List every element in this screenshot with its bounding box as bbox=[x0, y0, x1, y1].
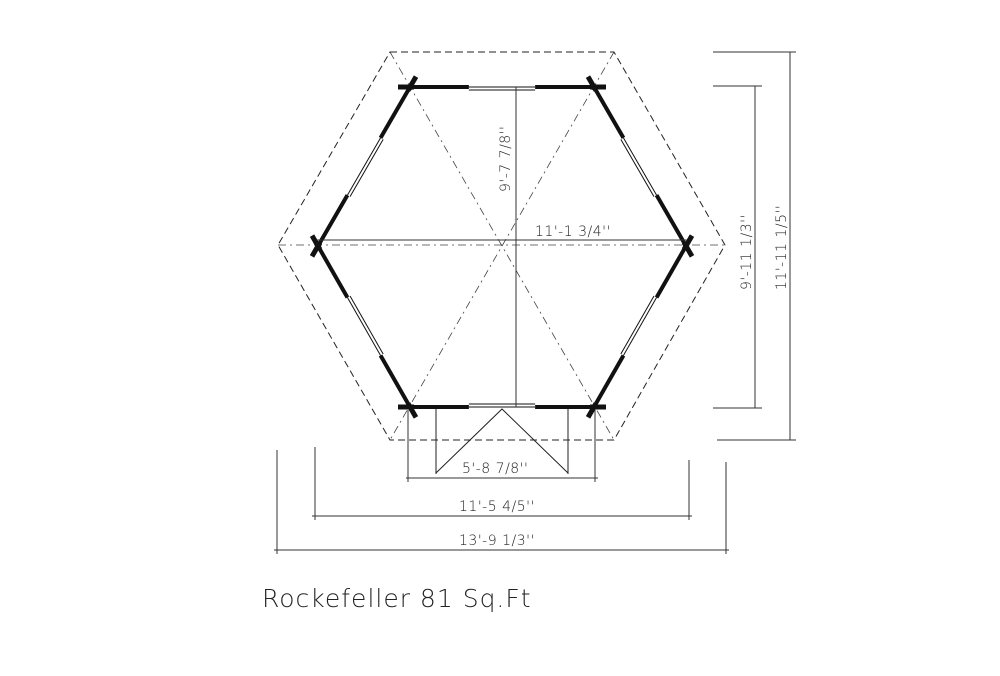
overall-depth-label: 11'-11 1/5'' bbox=[774, 205, 790, 290]
inner-depth-label: 9'-7 7/8'' bbox=[498, 126, 514, 192]
wall-segment bbox=[316, 245, 350, 299]
wall-segment bbox=[316, 194, 350, 248]
window-line bbox=[623, 137, 657, 196]
wall-segment bbox=[378, 85, 412, 139]
wall-depth-label: 9'-11 1/3'' bbox=[739, 214, 755, 290]
walls bbox=[309, 75, 695, 419]
dimension-lines bbox=[274, 51, 796, 554]
door-width-label: 5'-8 7/8'' bbox=[462, 461, 528, 477]
window-line bbox=[620, 139, 655, 197]
window-line bbox=[347, 137, 381, 196]
corner-post bbox=[681, 234, 695, 251]
wall-segment bbox=[654, 194, 688, 248]
wall-segment bbox=[378, 354, 412, 408]
wall-width-label: 11'-5 4/5'' bbox=[459, 499, 535, 515]
corner-post bbox=[309, 241, 323, 258]
wall-segment bbox=[654, 245, 688, 299]
window-line bbox=[620, 295, 655, 355]
wall-segment bbox=[592, 85, 626, 139]
drawing-title: Rockefeller 81 Sq.Ft bbox=[262, 584, 532, 613]
corner-post bbox=[585, 75, 599, 92]
roof-outline bbox=[277, 51, 726, 441]
corner-post bbox=[405, 402, 419, 419]
roof-ridges bbox=[278, 51, 725, 441]
window-line bbox=[347, 297, 381, 356]
window-line bbox=[349, 295, 384, 355]
inner-width-label: 11'-1 3/4'' bbox=[535, 224, 611, 240]
window-line bbox=[623, 297, 657, 356]
wall-segment bbox=[592, 354, 626, 408]
window-line bbox=[349, 139, 384, 197]
overall-width-label: 13'-9 1/3'' bbox=[459, 533, 535, 549]
door bbox=[435, 408, 569, 474]
